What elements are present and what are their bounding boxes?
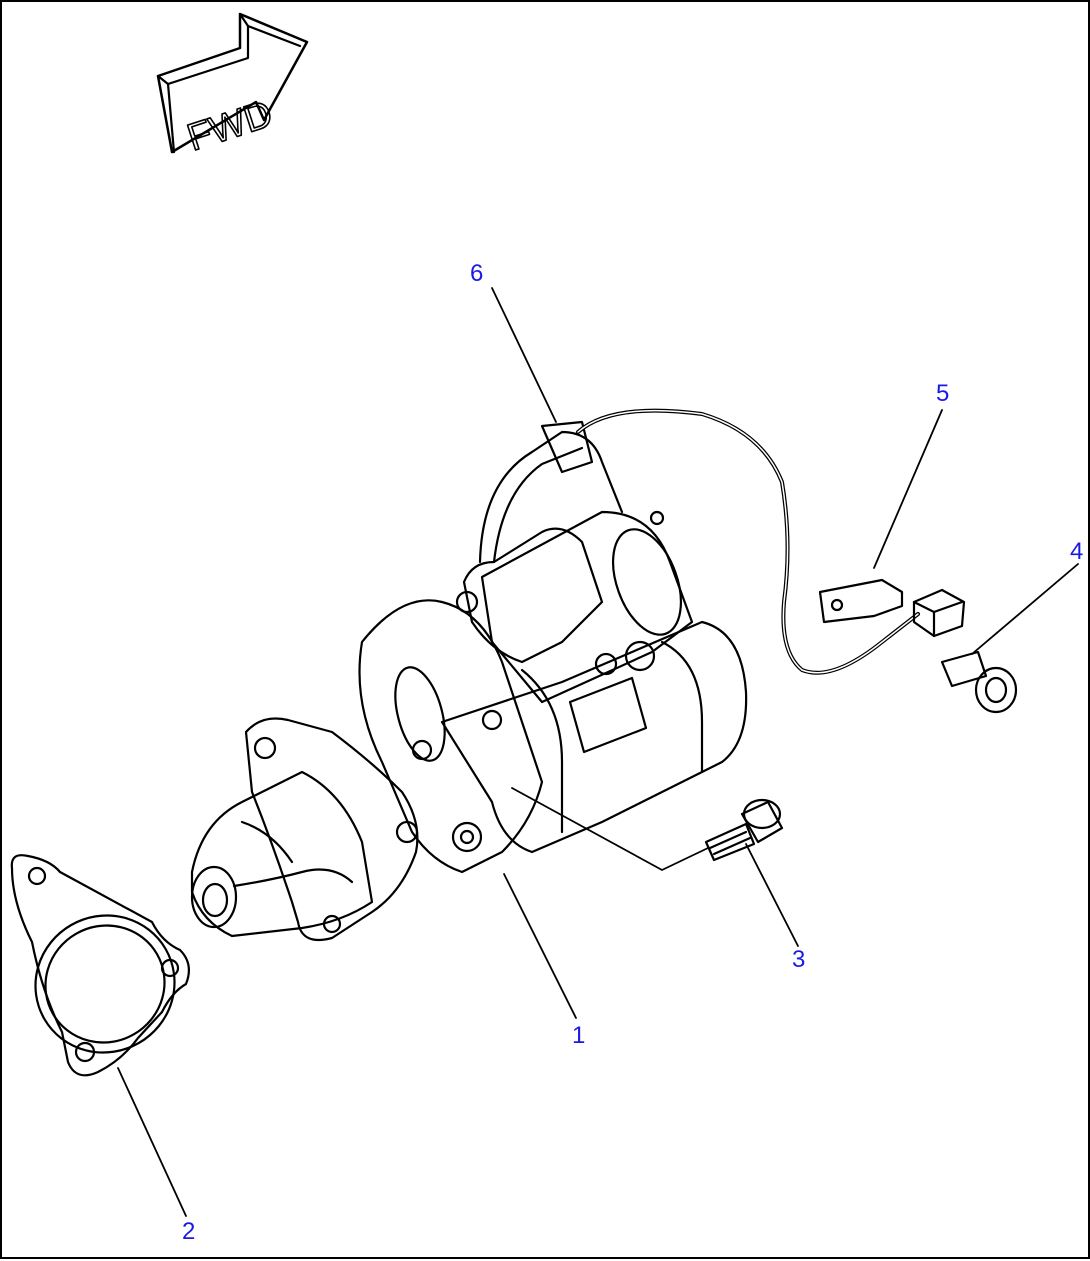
callout-2: 2 <box>182 1218 196 1245</box>
wiring-harness <box>576 408 1018 714</box>
callout-4: 4 <box>1070 538 1084 565</box>
gasket <box>10 854 191 1077</box>
callout-3: 3 <box>792 946 806 973</box>
fwd-arrow-icon: FWD <box>156 12 309 160</box>
callout-6: 6 <box>470 260 484 287</box>
bolt-3 <box>704 798 784 862</box>
callout-1: 1 <box>572 1022 586 1049</box>
callout-5: 5 <box>936 380 950 407</box>
starter-motor <box>190 420 748 942</box>
leader-lines <box>117 287 1079 1217</box>
